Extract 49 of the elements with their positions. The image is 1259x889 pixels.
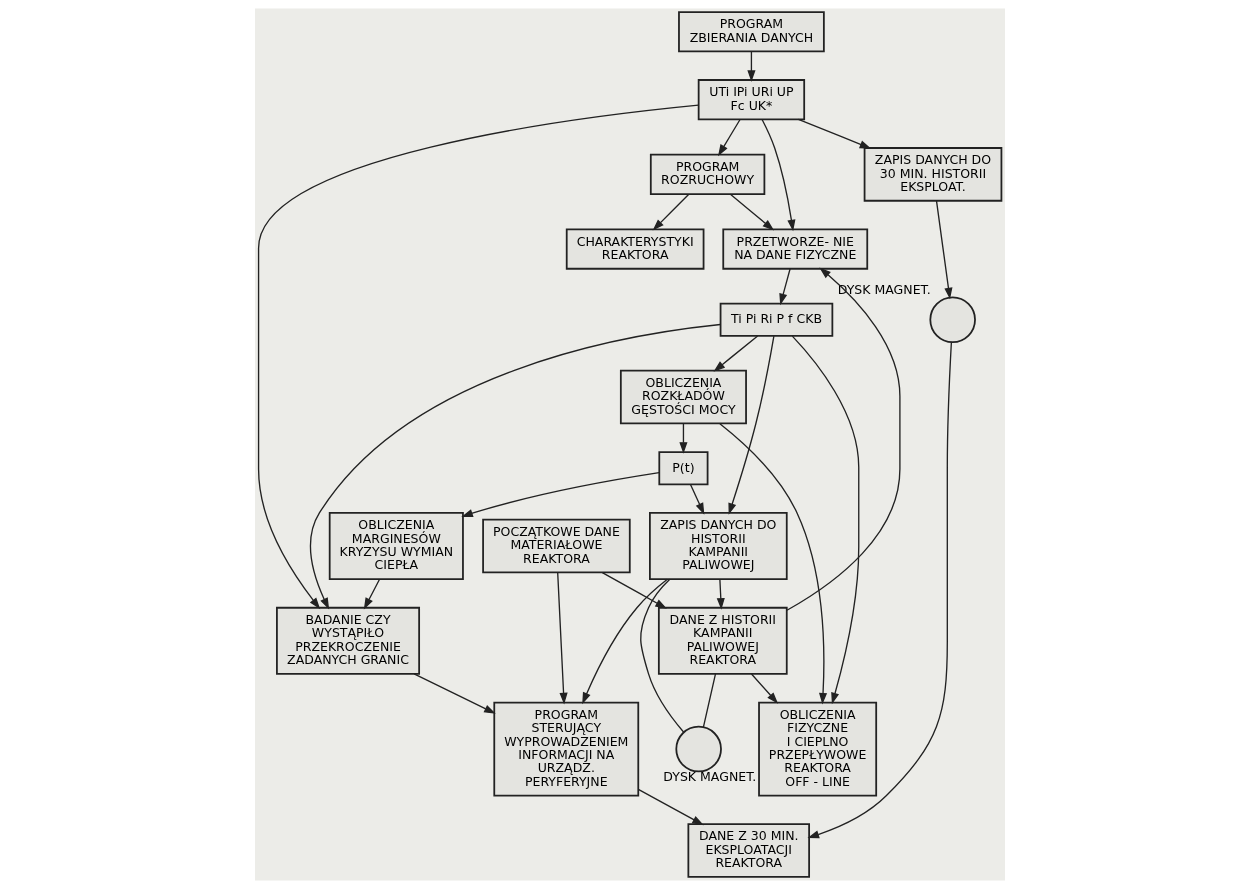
node-circle (674, 725, 722, 773)
node-box: P(t) (657, 451, 708, 486)
node-circle (928, 296, 976, 343)
arrow (581, 578, 668, 705)
arrow (729, 193, 774, 231)
arrow (785, 267, 901, 611)
arrow (727, 335, 775, 515)
arrow (556, 572, 568, 705)
node-box: ZAPIS DANYCH DO HISTORII KAMPANII PALIWOWEJ (648, 512, 788, 580)
node-box: PROGRAM STERUJĄCY WYPROWADZENIEM INFORMACJI NA URZĄDZ. PERYFERYJNE (492, 701, 639, 797)
node-box: PROGRAM ROZRUCHOWY (649, 153, 765, 195)
arrow (717, 119, 741, 157)
arrow (363, 578, 380, 610)
arrow (601, 571, 667, 609)
node-box: PROGRAM ZBIERANIA DANYCH (677, 11, 825, 53)
node-box: DANE Z 30 MIN. EKSPLOATACJI REAKTORA (686, 823, 810, 878)
arrow (718, 423, 827, 705)
arrow (797, 118, 871, 149)
node-box: UTi IPi URi UP Fc UK* (697, 79, 805, 121)
connector (702, 673, 716, 728)
node-box: OBLICZENIA ROZKŁADÓW GĘSTOŚCI MOCY (619, 369, 747, 425)
arrow (309, 323, 721, 610)
arrow (806, 341, 952, 839)
node-box: OBLICZENIA MARGINESÓW KRYZYSU WYMIAN CIEPŁA (328, 512, 464, 580)
node-box: CHARAKTERYSTYKI REAKTORA (565, 228, 704, 270)
node-box: OBLICZENIA FIZYCZNE I CIEPLNO PRZEPŁYWOWE REAKTORA OFF - LINE (757, 701, 877, 797)
arrow (778, 268, 791, 306)
arrow (935, 200, 952, 300)
node-box: ZAPIS DANYCH DO 30 MIN. HISTORII EKSPLOAT. (863, 147, 1002, 202)
arrow (678, 423, 687, 454)
arrow (689, 483, 704, 515)
node-box: BADANIE CZY WYSTĄPIŁO PRZEKROCZENIE ZADANYCH GRANIC (275, 606, 420, 675)
node-label: DYSK MAGNET. (662, 769, 756, 785)
arrow (746, 50, 755, 82)
arrow (652, 193, 689, 231)
node-box: Ti Pi Ri P f CKB (719, 302, 833, 337)
arrow (713, 335, 758, 372)
arrow (637, 788, 704, 826)
arrow (750, 673, 778, 704)
arrow (460, 471, 660, 518)
connector (639, 578, 684, 733)
node-box: POCZĄTKOWE DANE MATERIAŁOWE REAKTORA (481, 518, 631, 574)
arrow (257, 104, 699, 610)
node-box: PRZETWORZE- NIE NA DANE FIZYCZNE (721, 228, 868, 270)
arrow (760, 118, 795, 232)
arrow (412, 673, 496, 714)
arrow (716, 578, 725, 610)
node-box: DANE Z HISTORII KAMPANII PALIWOWEJ REAKTORA (657, 606, 788, 675)
arrow (791, 335, 859, 705)
